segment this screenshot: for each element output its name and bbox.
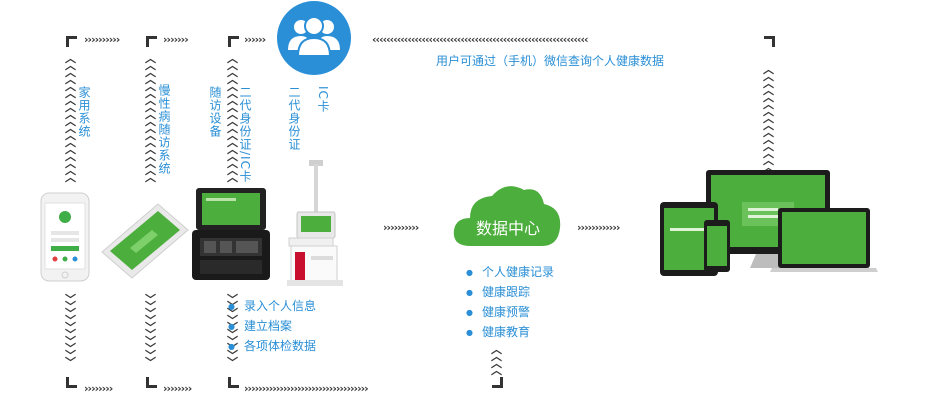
corner-top-left-3	[228, 36, 239, 47]
label-id-card-ic: 二代身份证/IC卡	[238, 86, 252, 183]
center-feature-list: 个人健康记录 健康跟踪 健康预警 健康教育	[466, 263, 554, 343]
corner-bottom-left-2	[146, 377, 157, 388]
label-followup-device: 随访设备	[208, 86, 222, 138]
arrow-up-3: ︿︿︿︿︿︿︿︿︿︿︿︿︿︿︿︿︿︿	[227, 52, 238, 184]
center-feature-item: 个人健康记录	[466, 263, 554, 283]
center-feature-item: 健康预警	[466, 303, 554, 323]
corner-bottom-left-3	[228, 377, 239, 388]
arrow-up-right: ︿︿︿︿︿︿︿︿︿︿︿︿︿︿︿︿	[763, 63, 774, 180]
cloud-icon	[453, 186, 561, 246]
smartphone-device	[40, 192, 90, 282]
device-feature-item: 建立档案	[228, 317, 316, 337]
corner-bottom-left-1	[66, 377, 77, 388]
users-group-icon	[277, 1, 351, 75]
arrow-top-3: ››››››	[244, 33, 266, 46]
corner-bottom-right	[492, 377, 503, 388]
arrow-to-screens: ››››››››››››	[577, 221, 620, 234]
arrow-up-2: ︿︿︿︿︿︿︿︿︿︿︿︿︿︿︿︿︿︿	[145, 52, 156, 184]
tablet-device	[101, 203, 189, 279]
arrow-top-1: ››››››››››	[84, 33, 120, 46]
label-ic-card: IC卡	[316, 86, 330, 113]
label-id-card: 二代身份证	[287, 86, 301, 151]
corner-top-right	[764, 36, 775, 47]
center-feature-item: 健康跟踪	[466, 283, 554, 303]
device-feature-item: 各项体检数据	[228, 337, 316, 357]
multi-screen-devices	[660, 170, 878, 276]
arrow-to-datacenter: ››››››››››	[383, 221, 419, 234]
arrow-bottom-1: ››››››››	[84, 382, 113, 395]
corner-top-left-1	[66, 36, 77, 47]
label-home-system: 家用系统	[77, 86, 91, 138]
device-feature-list: 录入个人信息 建立档案 各项体检数据	[228, 297, 316, 357]
arrow-up-center: ︿︿︿︿	[491, 343, 502, 377]
arrow-top-right: ‹‹‹‹‹‹‹‹‹‹‹‹‹‹‹‹‹‹‹‹‹‹‹‹‹‹‹‹‹‹‹‹‹‹‹‹‹‹‹‹…	[372, 33, 589, 46]
arrow-bottom-2: ››››››››	[163, 382, 192, 395]
arrow-down-1: ﹀﹀﹀﹀﹀﹀﹀﹀﹀﹀	[65, 293, 76, 369]
health-kiosk-device	[287, 160, 343, 286]
followup-case-device	[192, 188, 270, 280]
query-note: 用户可通过（手机）微信查询个人健康数据	[436, 54, 665, 68]
data-center-label: 数据中心	[475, 219, 540, 238]
center-feature-item: 健康教育	[466, 323, 554, 343]
arrow-down-2: ﹀﹀﹀﹀﹀﹀﹀﹀﹀﹀	[145, 293, 156, 369]
arrow-up-1: ︿︿︿︿︿︿︿︿︿︿︿︿︿︿︿︿︿︿	[65, 52, 76, 184]
label-chronic-system: 慢性病随访系统	[157, 84, 171, 175]
device-feature-item: 录入个人信息	[228, 297, 316, 317]
corner-top-left-2	[146, 36, 157, 47]
arrow-top-2: ›››››››	[163, 33, 189, 46]
arrow-bottom-3: ›››››››››››››››››››››››››››››››››››	[244, 382, 369, 395]
